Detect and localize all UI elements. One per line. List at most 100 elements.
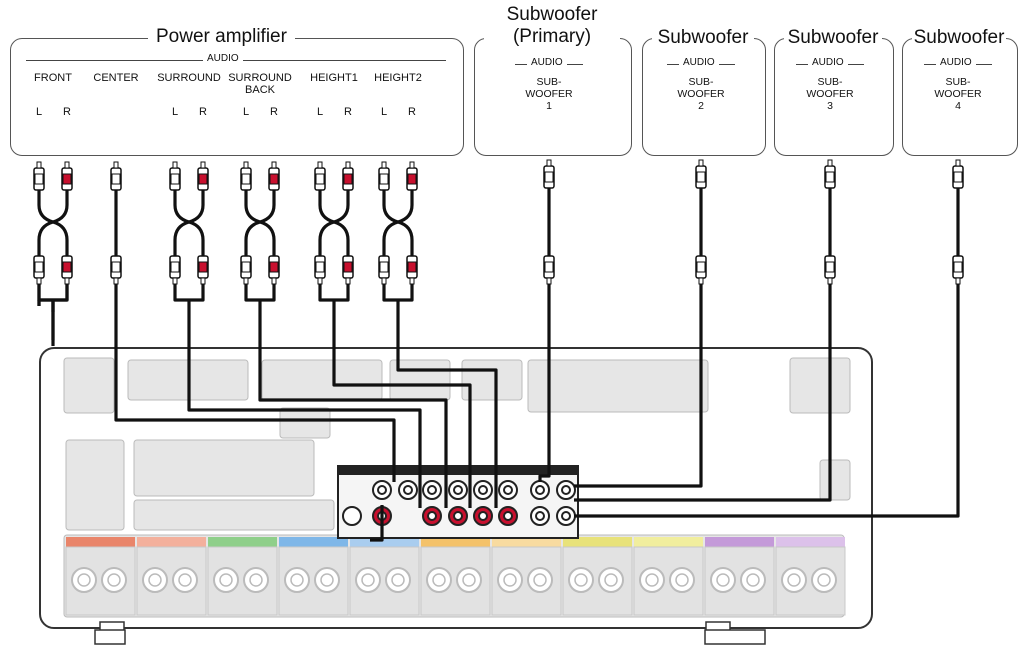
cable-sub1-run [538,284,551,482]
rca-plug-red [61,255,73,285]
subwoofer-audio-label: AUDIO [808,57,848,68]
rca-plugs [33,159,964,285]
rca-plug-red [406,161,418,191]
speaker-post-center [107,573,121,587]
amp-right-label: R [199,106,207,118]
rca-plug-red [61,161,73,191]
amp-channel-label: SURROUND [157,72,221,84]
speaker-post-center [787,573,801,587]
power-amp-audio-label: AUDIO [203,53,243,64]
rca-plug [695,159,707,189]
rca-plug [169,161,181,191]
speaker-post-center [533,573,547,587]
rca-plug [169,255,181,285]
speaker-post-center [817,573,831,587]
cable-pair-bridge [244,284,276,302]
amp-left-label: L [242,106,250,118]
cable-sub2-run [574,284,703,488]
preout-jack-top-center [478,485,488,495]
rca-plug [543,255,555,285]
speaker-post-center [290,573,304,587]
rca-plug [314,255,326,285]
rca-plug [240,255,252,285]
rca-plug [240,161,252,191]
preout-jack-top-center [403,485,413,495]
cable-left [318,190,336,256]
rca-cables [37,188,960,542]
cable-left [37,190,55,256]
speaker-band [66,537,135,547]
rca-plug [110,161,122,191]
amp-right-label: R [344,106,352,118]
cable-right [258,190,276,256]
speaker-band [492,537,561,547]
rca-plug [695,255,707,285]
rca-plug [33,161,45,191]
amp-channel-label: HEIGHT1 [310,72,358,84]
rca-plug-red [342,255,354,285]
speaker-band [705,537,774,547]
preout-jacks[interactable] [342,480,576,526]
speaker-post-center [432,573,446,587]
amp-left-label: L [380,106,388,118]
rca-plug-red [406,255,418,285]
preout-jack-red-center [427,511,437,521]
rca-plug [378,161,390,191]
cable-sback-run [258,300,448,508]
amp-channel-label: FRONT [34,72,72,84]
cable-center-run [114,284,396,482]
preout-jack-top-center [377,485,387,495]
cable-front-loop [37,284,69,302]
cable-pair-bridge [173,284,205,302]
rca-plug-red [197,161,209,191]
cable-h2-run [396,300,498,508]
power-amplifier-title: Power amplifier [148,26,295,48]
cable-right [51,190,69,256]
speaker-band [776,537,845,547]
cable-pair-bridge [37,284,69,302]
preout-jack-sub-center [535,511,545,521]
speaker-post-center [716,573,730,587]
preout-jack-sub-center [561,511,571,521]
amp-channel-label: HEIGHT2 [374,72,422,84]
cable-right [187,190,205,256]
speaker-post-center [249,573,263,587]
subwoofer-title: Subwoofer [652,27,754,49]
speaker-post-center [675,573,689,587]
rca-plug [110,255,122,285]
preout-jack-top-center [535,485,545,495]
speaker-band [350,537,419,547]
speaker-post-center [361,573,375,587]
amp-left-label: L [35,106,43,118]
cable-right [396,190,414,256]
subwoofer-title: Subwoofer(Primary) [484,4,620,48]
rca-plug-red [268,255,280,285]
rca-plug [952,255,964,285]
rca-plug-red [197,255,209,285]
cable-left [244,190,262,256]
cable-sub4-run [574,284,960,518]
preout-jack-red-center [503,511,513,521]
subwoofer-audio-label: AUDIO [527,57,567,68]
preout-zone-jack [342,506,362,526]
speaker-band [137,537,206,547]
preout-jack-top-center [427,485,437,495]
speaker-post-center [462,573,476,587]
cable-h1-run [332,300,472,508]
speaker-post-center [77,573,91,587]
cable-pair-bridge [318,284,350,302]
cable-sub3-run [574,284,832,502]
subwoofer-audio-label: AUDIO [936,57,976,68]
amp-left-label: L [171,106,179,118]
speaker-band [208,537,277,547]
subwoofer-audio-label: AUDIO [679,57,719,68]
speaker-band [421,537,490,547]
rca-plug [543,159,555,189]
rca-plug [314,161,326,191]
cable-left [173,190,191,256]
speaker-band [563,537,632,547]
